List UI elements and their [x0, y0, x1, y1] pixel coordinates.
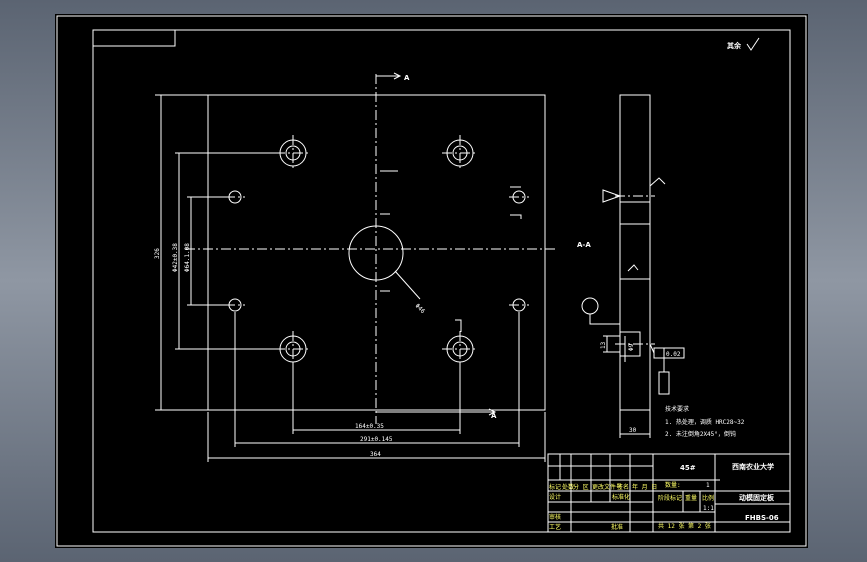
roughness-symbol — [746, 37, 760, 51]
counterbore-bottom-left — [275, 331, 311, 367]
svg-text:30: 30 — [629, 427, 637, 434]
svg-text:291±0.145: 291±0.145 — [360, 436, 393, 443]
dim-width-mid: 291±0.145 — [234, 312, 520, 447]
side-view-outline — [619, 94, 651, 411]
counterbore-top-left — [275, 135, 311, 171]
dim-width-inner: 164±0.35 — [292, 364, 461, 434]
dim-side-b: Φ9 — [624, 336, 635, 362]
datum-circle — [581, 297, 599, 315]
svg-text:签名: 签名 — [617, 483, 629, 491]
qty-value: 1 — [706, 482, 710, 489]
technical-notes: 技术要求 1. 热处理，调质 HRC28~32 2. 未注倒角2X45°，倒钝 — [665, 405, 745, 438]
material-label: 45# — [680, 464, 696, 472]
dim-height-outer: Φ42±0.38 — [172, 152, 280, 350]
svg-text:批准: 批准 — [611, 523, 623, 531]
inner-border — [92, 29, 791, 533]
school-name: 西南农业大学 — [732, 462, 774, 471]
svg-text:364: 364 — [370, 451, 381, 458]
pin-hole-top-right — [509, 190, 529, 204]
svg-text:164±0.35: 164±0.35 — [355, 423, 384, 430]
side-counterbore — [620, 331, 641, 357]
qty-label: 数量: — [665, 481, 681, 489]
svg-text:年 月 日: 年 月 日 — [632, 483, 657, 491]
side-roughness-marks — [627, 177, 666, 272]
section-label-bottom: A — [491, 412, 497, 420]
hole-leader — [394, 270, 421, 300]
svg-text:标记: 标记 — [549, 483, 561, 491]
svg-text:1:1: 1:1 — [703, 505, 714, 512]
svg-text:工艺: 工艺 — [549, 523, 561, 531]
hole-dia-label: Φ46 — [414, 302, 427, 315]
title-block: 标记 处数 分 区 更改文件号 签名 年 月 日 设计 标准化 阶段标记 重量 … — [547, 453, 791, 533]
svg-text:审核: 审核 — [549, 513, 561, 521]
pin-hole-bottom-right — [509, 298, 529, 312]
svg-text:标准化: 标准化 — [612, 493, 630, 501]
svg-text:重量: 重量 — [685, 494, 697, 502]
outer-border — [56, 15, 807, 547]
svg-text:Φ9: Φ9 — [628, 343, 635, 351]
svg-text:13: 13 — [600, 341, 607, 349]
svg-text:分 区: 分 区 — [573, 483, 589, 491]
svg-text:阶段标记: 阶段标记 — [658, 494, 682, 502]
cad-drawing: 其余 A A Φ46 — [56, 15, 807, 547]
section-aa-label: A-A — [577, 241, 591, 249]
svg-text:Φ64.1.08: Φ64.1.08 — [184, 243, 191, 272]
tolerance-value: 0.02 — [666, 351, 681, 358]
auxiliary-marks — [380, 170, 522, 332]
counterbore-top-right — [442, 135, 478, 171]
dim-thickness: 30 — [619, 410, 651, 438]
notes-line-2: 2. 未注倒角2X45°，倒钝 — [665, 430, 736, 438]
dim-height-total: 326 — [154, 94, 208, 411]
svg-text:比例: 比例 — [702, 494, 714, 502]
drawing-sheet: 其余 A A Φ46 — [55, 14, 808, 548]
svg-text:设计: 设计 — [549, 493, 561, 501]
section-label-top: A — [404, 74, 410, 82]
svg-text:处数: 处数 — [562, 483, 574, 491]
svg-text:326: 326 — [154, 248, 161, 259]
notes-line-1: 1. 热处理，调质 HRC28~32 — [665, 418, 745, 426]
section-arrow-bottom — [488, 408, 497, 416]
part-number: FHBS-06 — [745, 514, 779, 522]
datum-triangle — [602, 189, 622, 203]
code-box — [92, 29, 176, 47]
roughness-label: 其余 — [727, 41, 742, 50]
dim-side-a: 13 — [600, 335, 620, 353]
counterbore-bottom-right — [442, 331, 478, 367]
datum-box — [658, 371, 670, 395]
sheet-info: 共 12 张 第 2 张 — [658, 522, 711, 530]
datum-leader — [589, 314, 620, 325]
svg-text:Φ42±0.38: Φ42±0.38 — [172, 243, 179, 272]
dim-width-total: 364 — [207, 412, 546, 462]
center-hole — [348, 225, 404, 281]
svg-text:更改文件号: 更改文件号 — [592, 483, 622, 491]
notes-title: 技术要求 — [665, 405, 689, 413]
section-arrow-top — [393, 72, 402, 80]
dim-height-inner: Φ64.1.08 — [184, 196, 229, 306]
part-name: 动模固定板 — [739, 493, 775, 502]
